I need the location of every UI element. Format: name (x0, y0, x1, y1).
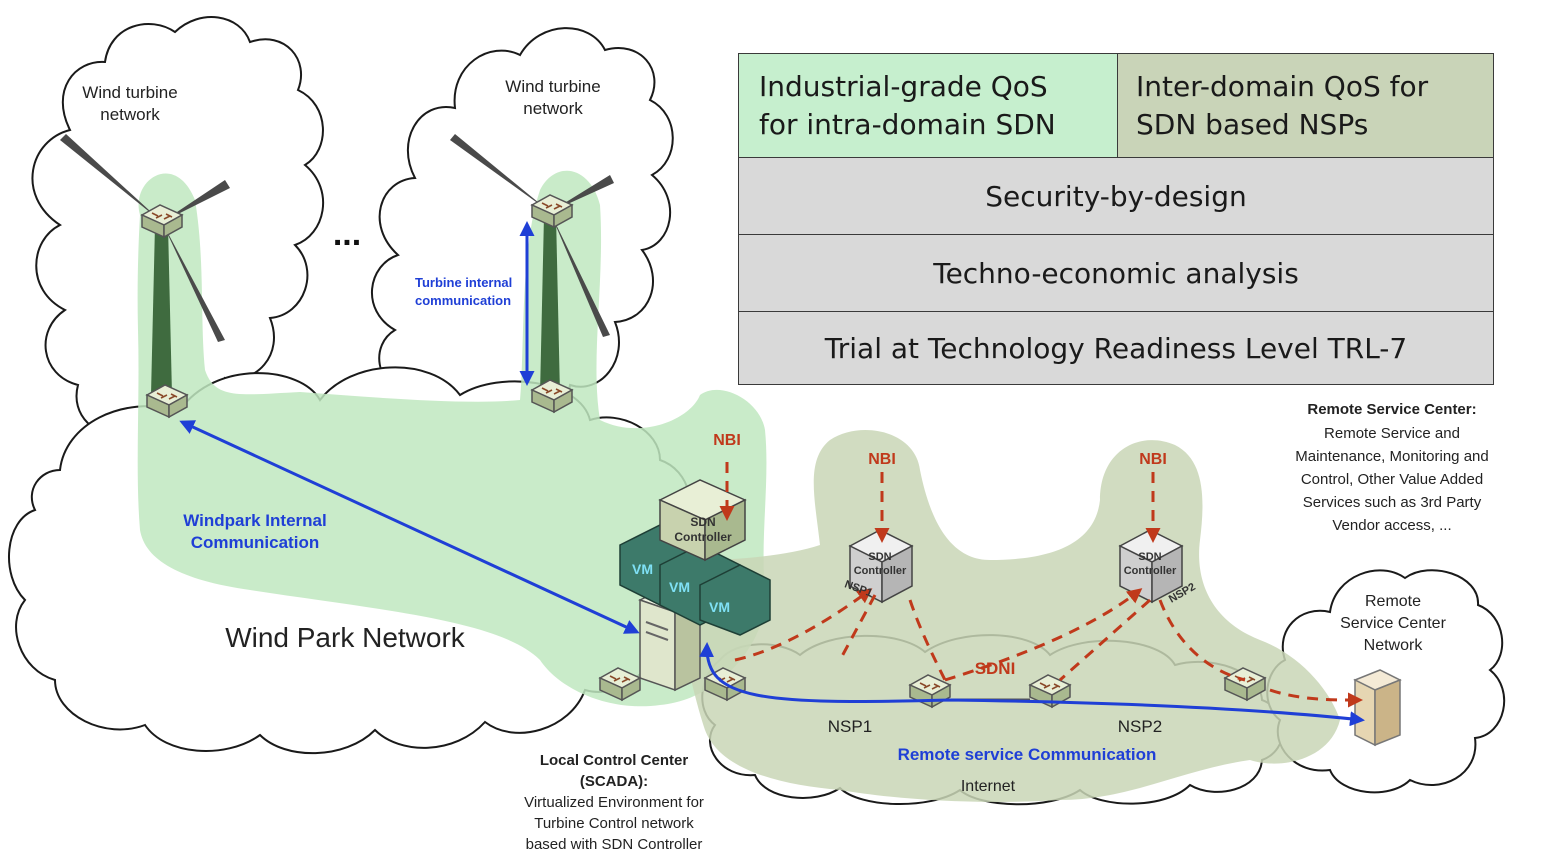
vm-label-1: VM (632, 561, 653, 577)
vm-label-3: VM (709, 599, 730, 615)
row-security-by-design: Security-by-design (738, 157, 1494, 235)
internet-label: Internet (961, 778, 1016, 795)
nsp1-label: NSP1 (828, 717, 872, 736)
remote-service-arrow (699, 642, 1365, 727)
row-techno-economic: Techno-economic analysis (738, 234, 1494, 312)
nsp2-label: NSP2 (1118, 717, 1162, 736)
wind-park-network-label: Wind Park Network (225, 622, 466, 653)
ellipsis: ... (333, 215, 361, 253)
sdni-line-1 (734, 588, 873, 662)
nbi-label-nsp1: NBI (868, 451, 896, 468)
wind-turbine-1 (60, 134, 230, 418)
sdni-label: SDNI (975, 659, 1016, 678)
remote-service-center-title: Remote Service Center: (1307, 401, 1476, 418)
remote-server (1353, 669, 1402, 747)
cell-qos-intra: Industrial-grade QoS for intra-domain SD… (738, 53, 1118, 158)
vm-label-2: VM (669, 579, 690, 595)
wind-turbine-2 (450, 134, 614, 413)
local-sdn-controller (658, 479, 747, 562)
nbi-label-nsp2: NBI (1139, 451, 1167, 468)
windpark-internal-arrow (179, 420, 640, 634)
remote-service-comm-label: Remote service Communication (898, 745, 1157, 764)
nbi-label-local: NBI (713, 432, 741, 449)
local-control-center-title: Local Control Center(SCADA): (540, 752, 689, 790)
cell-qos-inter: Inter-domain QoS for SDN based NSPs (1117, 53, 1494, 158)
vm-stack (619, 524, 771, 636)
row-trial-trl7: Trial at Technology Readiness Level TRL-… (738, 311, 1494, 385)
